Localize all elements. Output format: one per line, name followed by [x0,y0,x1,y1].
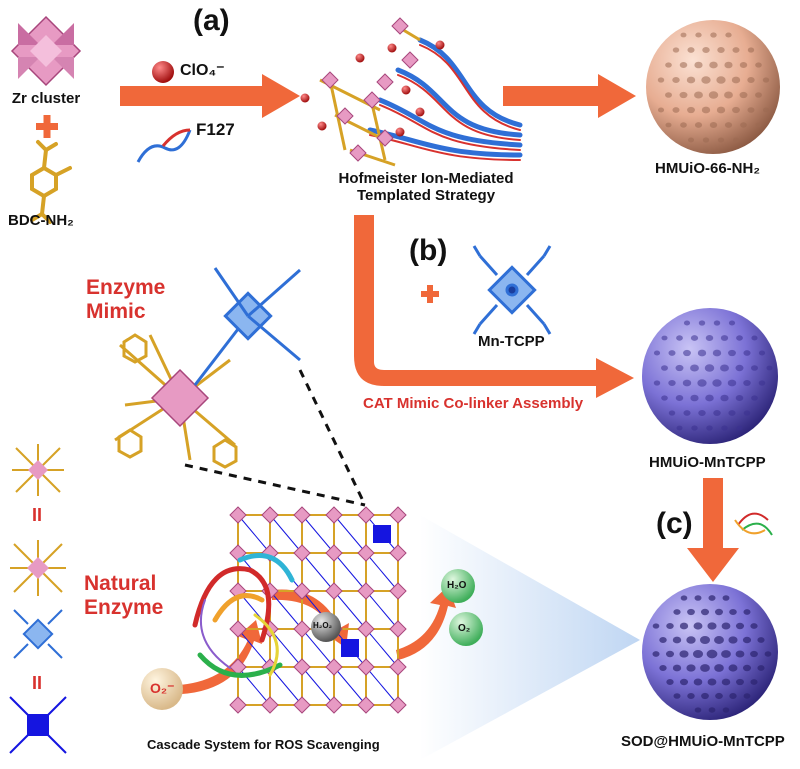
legend-zr-cluster-icon [12,444,64,496]
zoom-dashed-lines [184,369,367,507]
arrow-a-1 [120,74,300,118]
curved-arrow-out [396,586,456,660]
o2-radical-sphere [141,668,183,710]
f127-polymer-icon [136,129,192,163]
legend-equals-1: II [32,505,43,525]
h2o2-sphere [311,612,341,642]
h2o-sphere [441,569,475,603]
mn-tcpp-icon [472,245,552,335]
sphere-sod-hmuio-mntcpp [642,584,778,720]
panel-label-a: (a) [193,4,230,37]
label-f127: F127 [196,120,235,139]
panel-label-b: (b) [409,234,448,267]
arrow-b [354,215,634,398]
sphere-hmuio-mntcpp [642,308,778,444]
zr-cluster-icon [10,15,82,87]
protein-icon [192,553,295,678]
legend-mn-square-icon [9,696,67,754]
mof-lattice-icon [229,506,407,714]
label-clo4: ClO₄⁻ [180,62,225,79]
bdc-linker-icon [30,140,72,224]
arrow-c [687,478,739,582]
label-bdc-nh2: BDC-NH₂ [8,212,74,229]
label-hmuio-66-nh2: HMUiO-66-NH₂ [655,160,760,177]
enzyme-mimic-cluster-icon [114,267,301,469]
label-cat-mimic: CAT Mimic Co-linker Assembly [363,395,584,412]
legend-node-icon [10,540,66,596]
curved-arrow-o2 [180,620,262,694]
label-o2: O₂ [458,623,471,634]
panel-label-c: (c) [656,507,693,540]
sphere-hmuio-66-nh2 [646,20,780,154]
label-cascade-system: Cascade System for ROS Scavenging [147,737,380,752]
label-sod-hmuio-mntcpp: SOD@HMUiO-MnTCPP [621,733,785,750]
arrow-a-2 [503,74,636,118]
label-hmuio-mntcpp: HMUiO-MnTCPP [649,454,766,471]
label-h2o2: H₂O₂ [313,621,333,630]
label-enzyme-mimic: Enzyme Mimic [86,276,166,324]
label-hofmeister: Hofmeister Ion-Mediated Templated Strate… [338,170,514,205]
process-arrows [36,74,739,694]
label-h2o: H₂O [447,580,467,591]
label-natural-enzyme: Natural Enzyme [84,572,164,620]
label-zr-cluster: Zr cluster [11,90,81,107]
o2-sphere [449,612,483,646]
legend-equals-2: II [32,673,43,693]
beam-shape [420,515,640,760]
label-o2-radical: O₂⁻ [150,680,175,696]
sod-enzyme-small-icon [734,512,773,536]
legend-mn-tcpp-icon [13,609,63,659]
label-mn-tcpp: Mn-TCPP [478,333,545,350]
clo4-sphere [152,61,174,83]
hofmeister-template-icon [300,17,523,167]
